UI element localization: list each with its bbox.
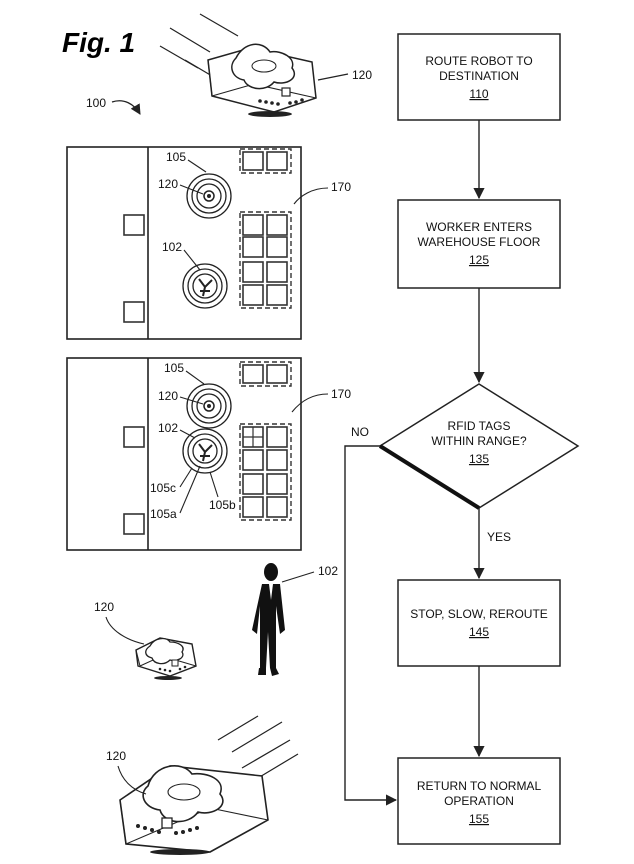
robot-middle-ref: 120 bbox=[94, 600, 114, 614]
robot-top-ref: 120 bbox=[352, 68, 372, 82]
flow-box-worker bbox=[397, 199, 561, 289]
map2-zone-ref: 105 bbox=[164, 361, 184, 375]
map1-worker-ref: 102 bbox=[162, 240, 182, 254]
flow-decision-ref: 135 bbox=[469, 452, 489, 466]
map1-zone-ref: 105 bbox=[166, 150, 186, 164]
flow-decision-line2: WITHIN RANGE? bbox=[431, 434, 527, 448]
map1-robot-ref: 120 bbox=[158, 177, 178, 191]
warehouse-map-1 bbox=[66, 146, 302, 340]
flow-box-worker-line1: WORKER ENTERS bbox=[426, 220, 532, 234]
flow-box-return bbox=[397, 757, 561, 845]
flow-box-stop-line1: STOP, SLOW, REROUTE bbox=[410, 607, 548, 621]
map2-zone-inner-ref: 105a bbox=[150, 507, 177, 521]
robot-bottom bbox=[119, 715, 299, 855]
flow-box-route bbox=[397, 33, 561, 121]
flow-box-route-ref: 110 bbox=[469, 87, 488, 101]
map2-worker-ref: 102 bbox=[158, 421, 178, 435]
flow-box-return-line2: OPERATION bbox=[444, 794, 514, 808]
flow-no-label: NO bbox=[351, 425, 369, 439]
flow-box-route-line2: DESTINATION bbox=[439, 69, 519, 83]
flow-box-return-line1: RETURN TO NORMAL bbox=[417, 779, 542, 793]
worker-zone bbox=[182, 263, 228, 309]
map1-shelving-ref: 170 bbox=[331, 180, 351, 194]
flow-decision-line1: RFID TAGS bbox=[448, 419, 511, 433]
map2-zone-middle-ref: 105b bbox=[209, 498, 236, 512]
robot-middle bbox=[135, 637, 197, 680]
flow-box-worker-line2: WAREHOUSE FLOOR bbox=[418, 235, 541, 249]
map2-robot-ref: 120 bbox=[158, 389, 178, 403]
robot-zone bbox=[186, 173, 232, 219]
dock-square bbox=[123, 214, 145, 236]
worker-ref: 102 bbox=[318, 564, 338, 578]
dock-square bbox=[123, 426, 145, 448]
robot-bottom-ref: 120 bbox=[106, 749, 126, 763]
robot-zone bbox=[186, 383, 232, 429]
flow-box-return-ref: 155 bbox=[469, 812, 489, 826]
system-ref-label: 100 bbox=[86, 96, 106, 110]
flow-box-route-line1: ROUTE ROBOT TO bbox=[425, 54, 532, 68]
figure-title: Fig. 1 bbox=[62, 27, 135, 58]
flowchart: ROUTE ROBOT TO DESTINATION 110 WORKER EN… bbox=[344, 33, 580, 845]
shelving-unit bbox=[239, 361, 292, 521]
map2-zone-outer-ref: 105c bbox=[150, 481, 176, 495]
flow-arrow-no bbox=[344, 445, 398, 806]
flow-box-worker-ref: 125 bbox=[469, 253, 489, 267]
dock-square bbox=[123, 301, 145, 323]
robot-top-leader bbox=[317, 73, 349, 81]
robot-top bbox=[159, 13, 317, 117]
flow-box-stop-ref: 145 bbox=[469, 625, 489, 639]
shelving-unit bbox=[239, 148, 292, 309]
worker-figure bbox=[252, 563, 285, 676]
system-ref-arrow bbox=[111, 100, 141, 115]
dock-square bbox=[123, 513, 145, 535]
worker-zone bbox=[182, 428, 228, 474]
flow-box-stop bbox=[397, 579, 561, 667]
flow-yes-label: YES bbox=[487, 530, 511, 544]
warehouse-map-2 bbox=[66, 357, 302, 551]
map2-shelving-ref: 170 bbox=[331, 387, 351, 401]
